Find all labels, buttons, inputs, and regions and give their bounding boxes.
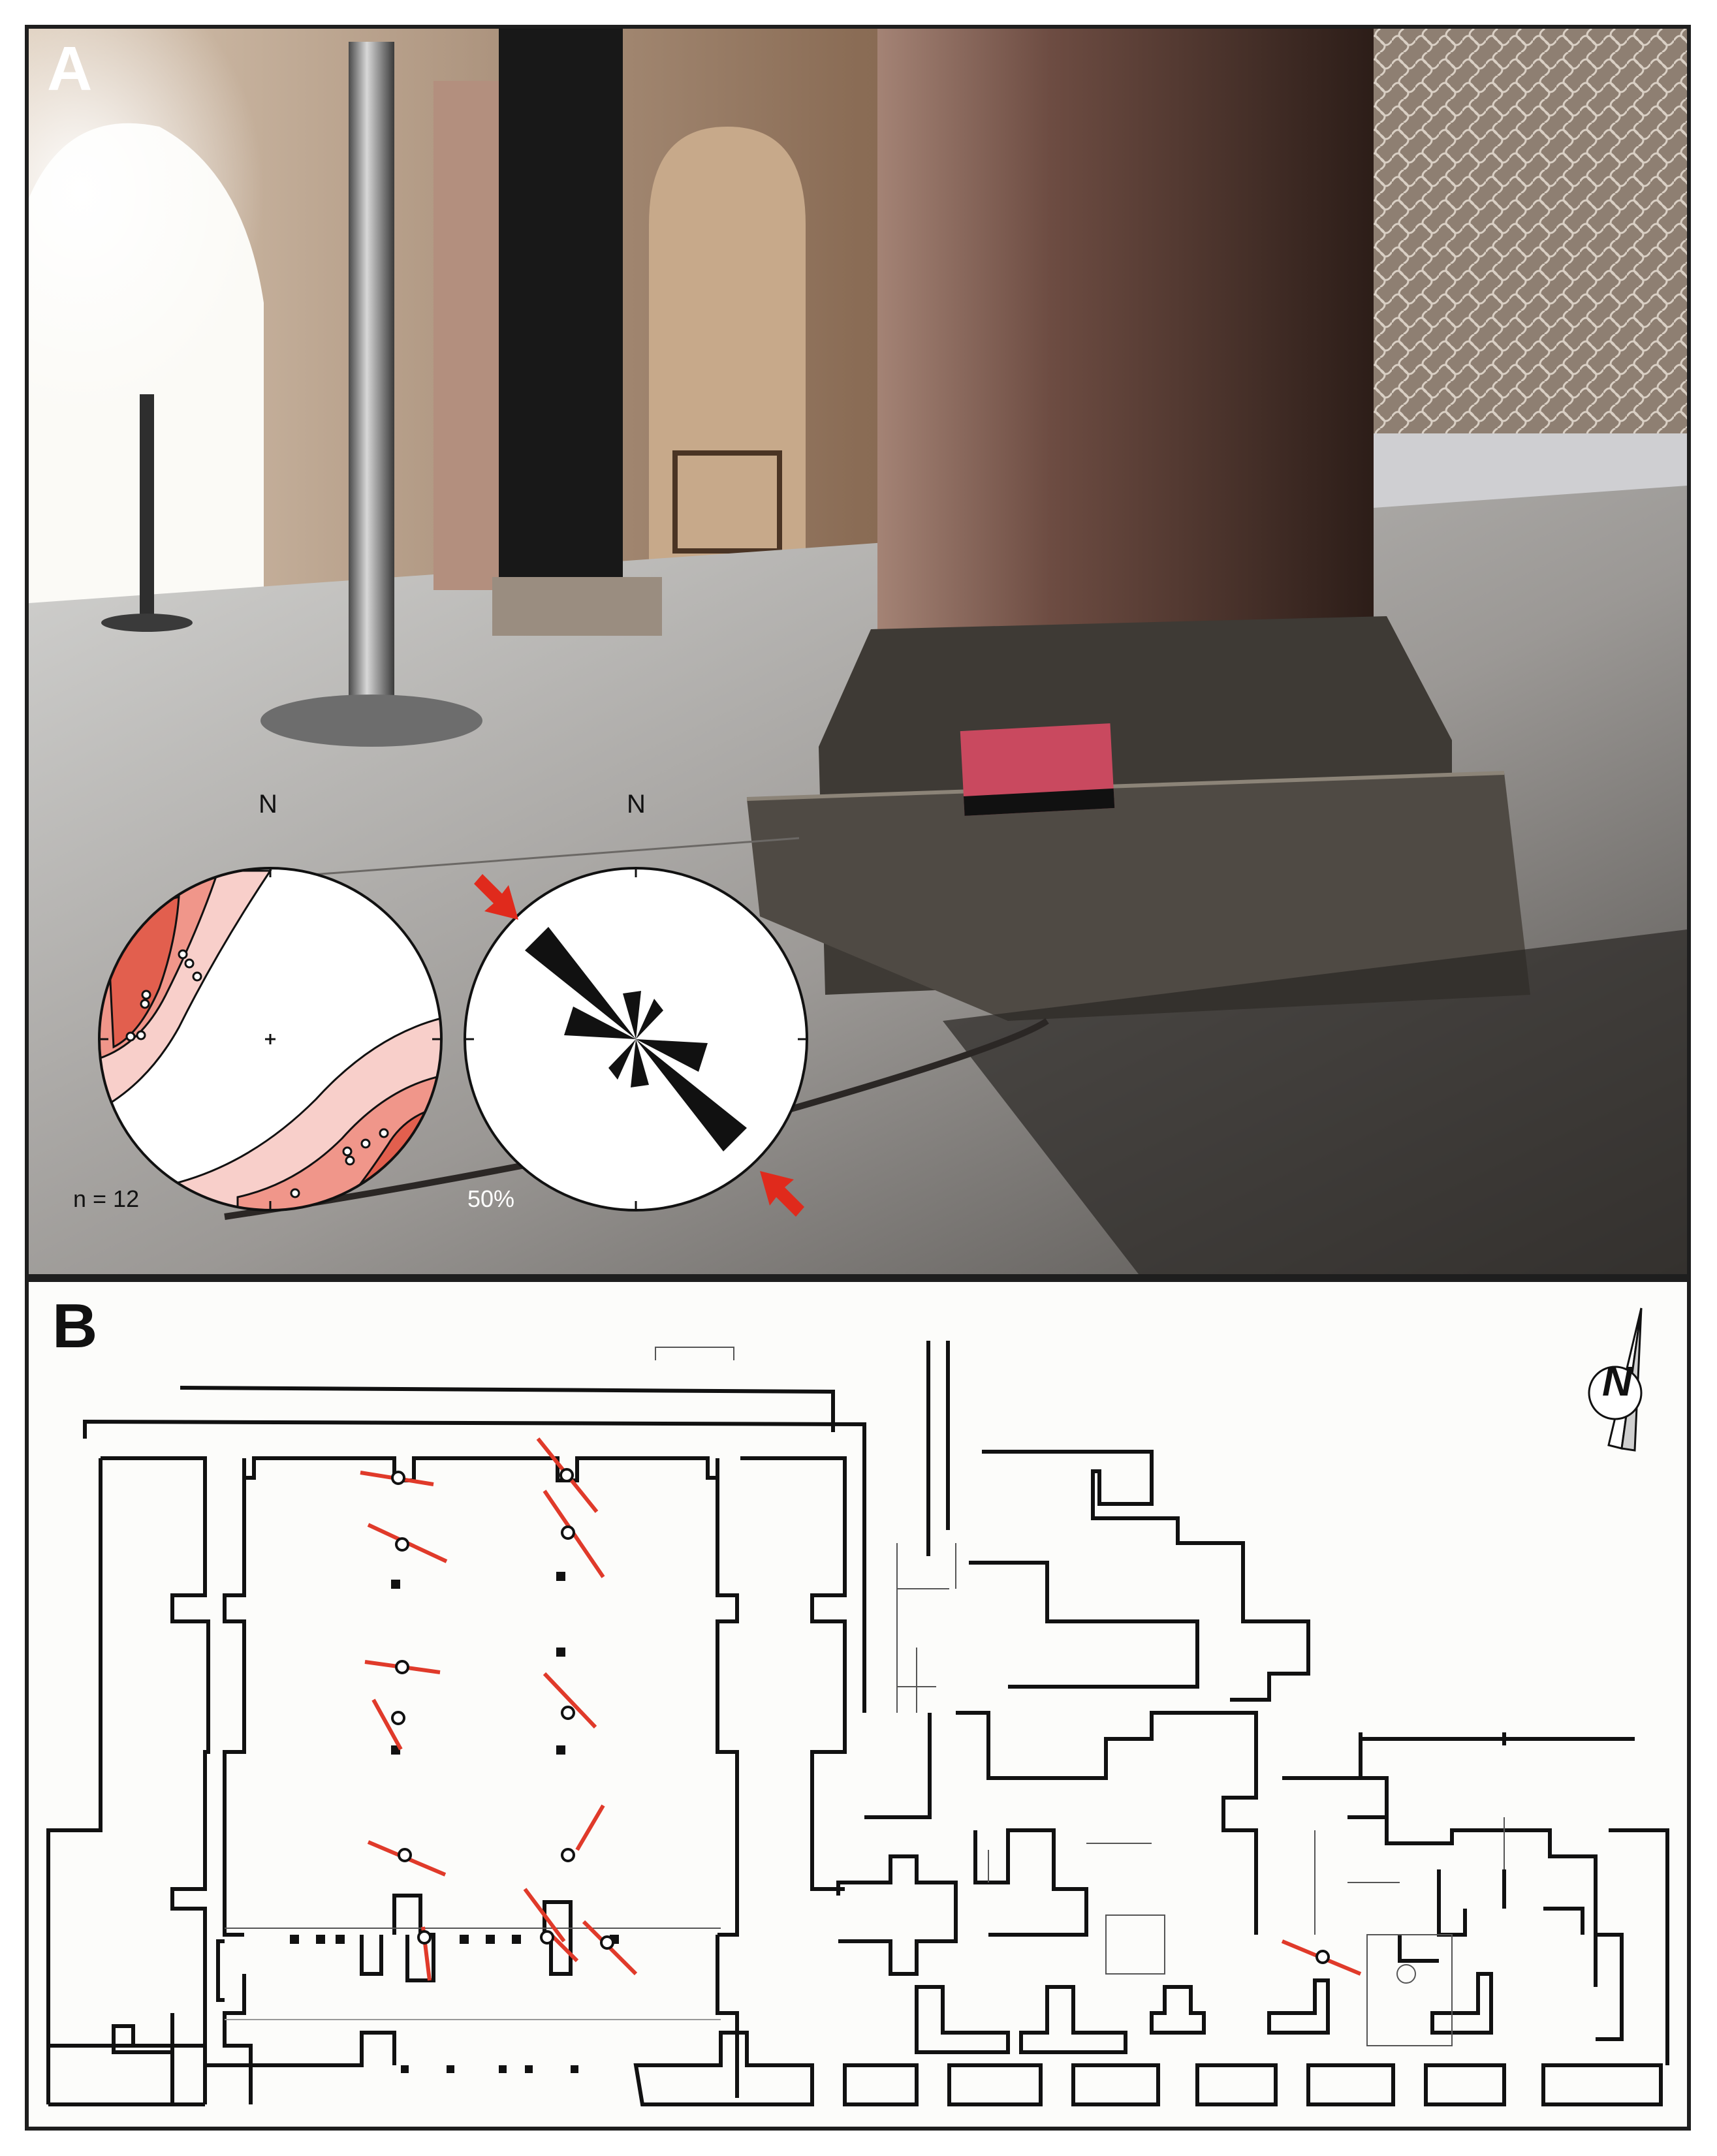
plan-thin-walls (225, 1347, 1505, 2046)
plan-pillars (290, 1572, 619, 2073)
center-cross (265, 1034, 276, 1044)
panel-a: N n = 12 N 50% A (25, 25, 1691, 1278)
hall-photo (29, 29, 1687, 1274)
stress-arrow-nw (474, 874, 518, 920)
rose-petals (525, 927, 747, 1151)
stereonet-north-label: N (259, 790, 277, 819)
stress-arrow-se (760, 1171, 804, 1217)
rose-scale-label: 50% (467, 1185, 515, 1212)
north-arrow-icon (1588, 1307, 1643, 1452)
stereonet-plot (98, 867, 443, 1211)
panel-b-label: B (52, 1291, 98, 1361)
rose-plot (464, 867, 808, 1217)
stereonet: N n = 12 (68, 790, 460, 1223)
panel-a-label: A (47, 34, 93, 104)
plan-walls (46, 1341, 1669, 2106)
panel-b: N B (25, 1278, 1691, 2131)
floor-plan (46, 1307, 1669, 2106)
stereonet-count-label: n = 12 (73, 1185, 140, 1212)
orientation-lines (360, 1437, 1362, 1981)
pole-points (125, 949, 389, 1198)
rose-diagram: N 50% (433, 790, 838, 1223)
north-arrow-label: N (1602, 1358, 1633, 1405)
measured-columns (391, 1468, 1330, 1964)
rose-north-label: N (627, 790, 646, 819)
